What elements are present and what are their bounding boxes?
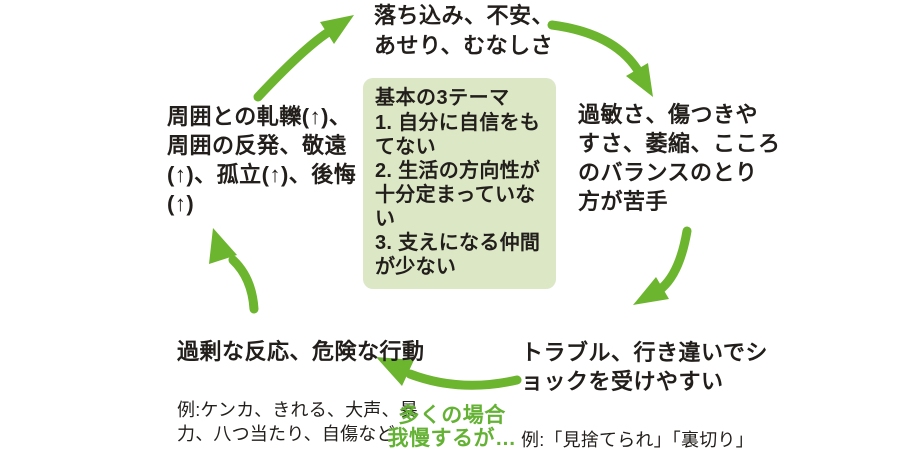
node-depression-anxiety: 落ち込み、不安、 あせり、むなしさ	[374, 3, 555, 58]
cycle-note-endure: 多くの場合 我慢するが…	[387, 404, 517, 450]
node-friction-isolation: 周囲との軋轢(↑)、 周囲の反発、敬遠 (↑)、孤立(↑)、後悔 (↑)	[167, 104, 357, 216]
node-trouble-shock: トラブル、行き違いでシ ョックを受けやすい 例:「見捨てられ」「裏切り」 「全否…	[521, 310, 768, 450]
arrow-left-to-top-icon	[253, 15, 354, 102]
center-themes-box: 基本の3テーマ 1. 自分に自信をもてない 2. 生活の方向性が十分定まっていな…	[363, 78, 556, 289]
arrow-left-up-icon	[209, 228, 259, 314]
center-box-items: 1. 自分に自信をもてない 2. 生活の方向性が十分定まっていない 3. 支えに…	[375, 112, 541, 278]
node-trouble-shock-text: トラブル、行き違いでシ ョックを受けやすい	[521, 340, 768, 394]
node-overreaction-text: 過剰な反応、危険な行動	[177, 339, 425, 364]
node-overreaction-examples: 例:ケンカ、きれる、大声、暴 力、八つ当たり、自傷など	[177, 400, 418, 444]
center-box-title: 基本の3テーマ	[375, 87, 510, 109]
arrow-bottom-to-left-icon	[376, 357, 522, 390]
node-trouble-shock-examples: 例:「見捨てられ」「裏切り」 「全否定」「侮辱」	[521, 430, 754, 450]
arrow-right-to-bottom-icon	[633, 226, 692, 305]
arrow-top-to-right-icon	[547, 20, 653, 97]
node-overreaction: 過剰な反応、危険な行動 例:ケンカ、きれる、大声、暴 力、八つ当たり、自傷など	[177, 309, 425, 450]
node-hypersensitivity: 過敏さ、傷つきや すさ、萎縮、こころ のバランスのとり 方が苦手	[578, 102, 781, 214]
